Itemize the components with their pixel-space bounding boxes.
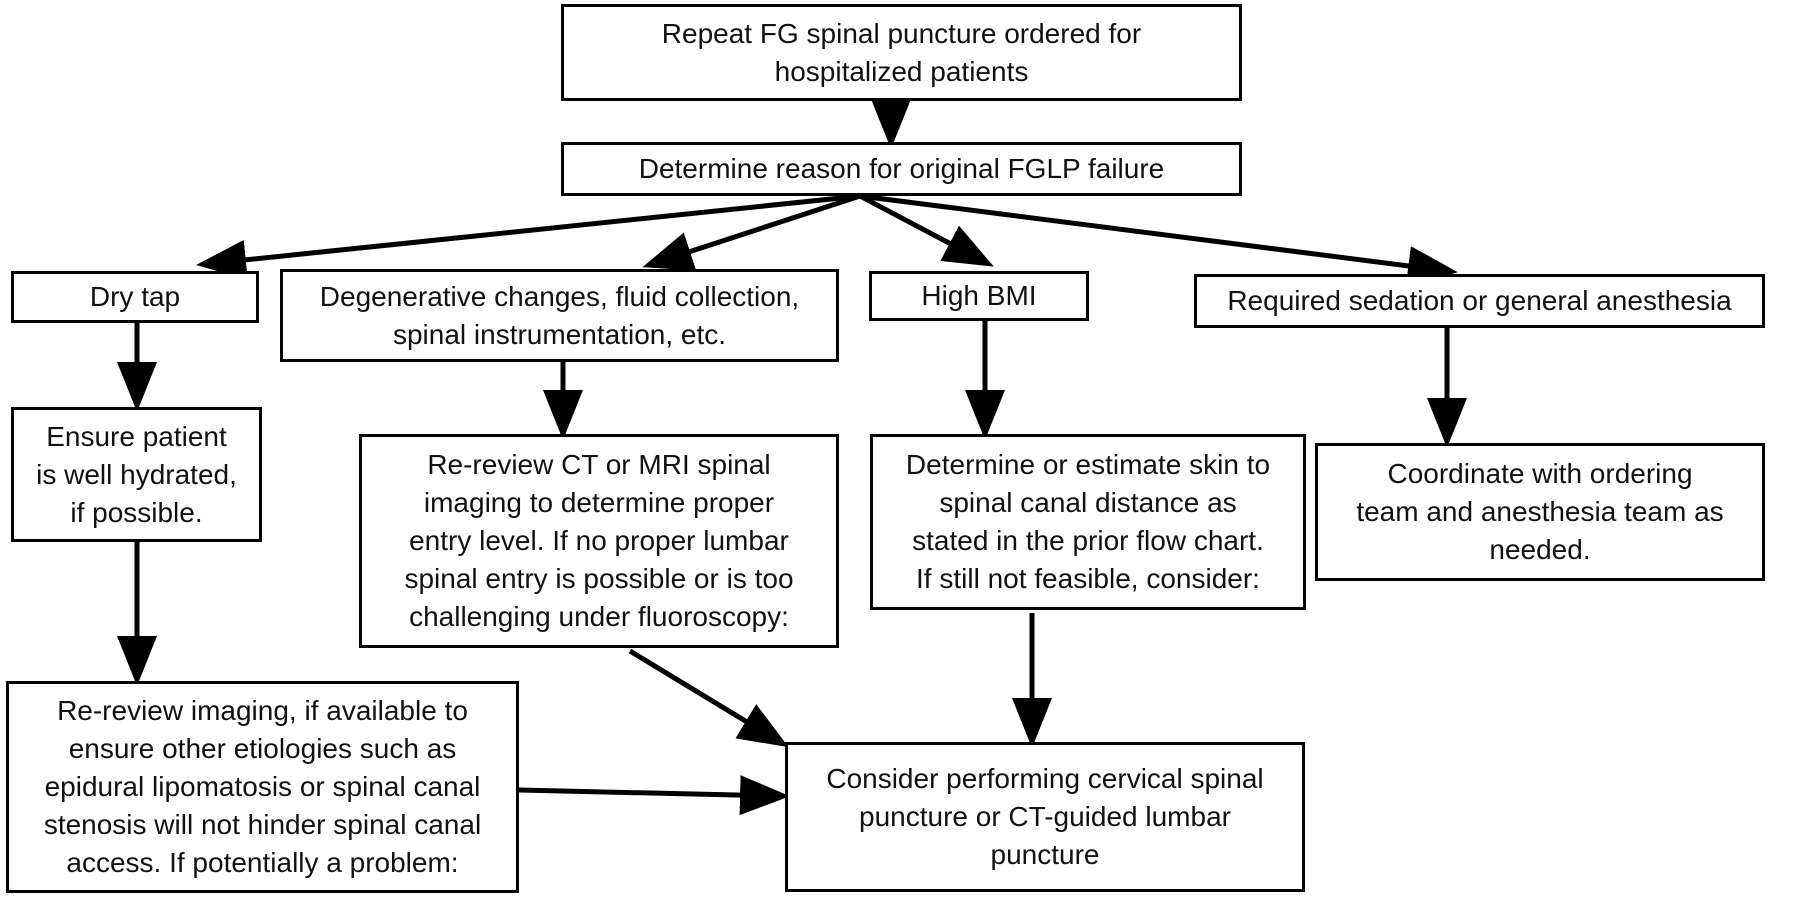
arrow-reason-to-dry-tap — [196, 193, 861, 280]
coordinate-node: Coordinate with ordering team and anesth… — [1315, 443, 1765, 581]
high-bmi-node: High BMI — [869, 271, 1089, 321]
arrow-reason-to-degenerative — [642, 193, 861, 271]
hydrate-node: Ensure patient is well hydrated, if poss… — [11, 407, 262, 542]
arrow-rereview-imaging-to-consider — [518, 775, 790, 816]
degenerative-changes-node: Degenerative changes, fluid collection, … — [280, 269, 839, 362]
sedation-node: Required sedation or general anesthesia — [1194, 274, 1765, 328]
start-node: Repeat FG spinal puncture ordered for ho… — [561, 4, 1242, 101]
dry-tap-node: Dry tap — [11, 271, 259, 323]
skin-distance-node: Determine or estimate skin to spinal can… — [870, 434, 1306, 610]
consider-puncture-node: Consider performing cervical spinal punc… — [785, 742, 1305, 892]
rereview-imaging-node: Re-review imaging, if available to ensur… — [6, 681, 519, 893]
arrow-rereview-ct-to-consider — [628, 648, 789, 748]
determine-reason-node: Determine reason for original FGLP failu… — [561, 142, 1242, 196]
arrow-reason-to-high-bmi — [858, 193, 994, 267]
rereview-ct-node: Re-review CT or MRI spinal imaging to de… — [359, 434, 839, 648]
arrow-reason-to-sedation — [859, 193, 1458, 286]
